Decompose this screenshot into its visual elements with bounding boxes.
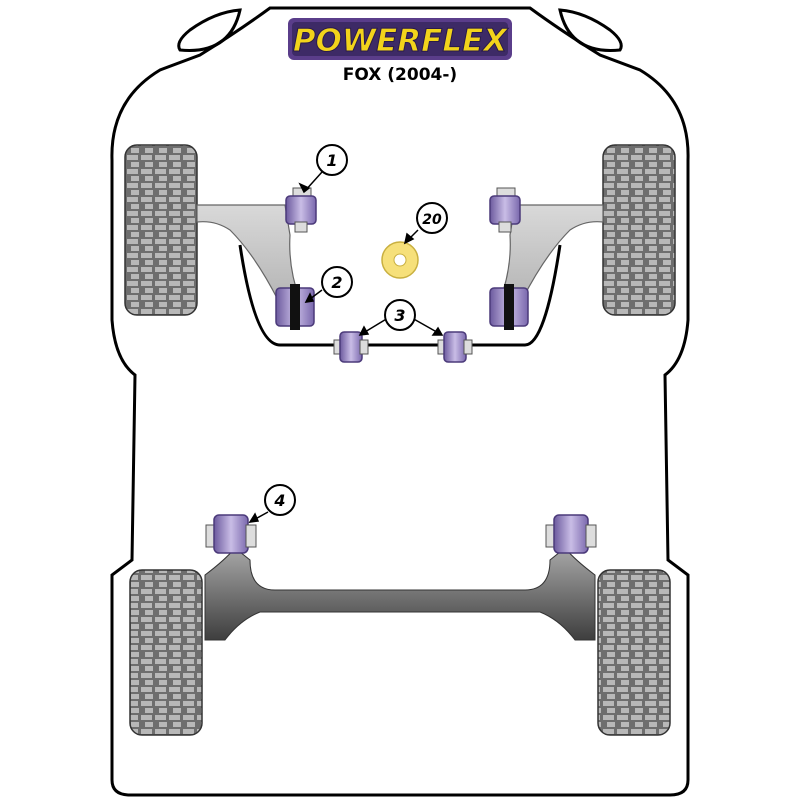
bush-1-left <box>285 187 317 233</box>
callout-4: 4 <box>264 484 296 516</box>
front-right-wishbone <box>499 204 604 301</box>
rear-right-tyre <box>597 569 671 736</box>
powerflex-logo: POWERFLEX <box>288 18 512 60</box>
svg-text:1: 1 <box>326 151 337 170</box>
front-subframe <box>238 244 562 347</box>
svg-text:4: 4 <box>273 491 285 510</box>
bush-2-left <box>275 284 315 330</box>
rear-beam-axle <box>204 547 596 641</box>
svg-text:20: 20 <box>422 212 442 228</box>
svg-text:2: 2 <box>331 273 342 292</box>
bush-3-left <box>333 331 369 363</box>
rear-left-tyre <box>129 569 203 736</box>
bush-4-right <box>545 514 597 554</box>
front-left-wishbone <box>196 204 301 301</box>
callout-1: 1 <box>316 144 348 176</box>
svg-text:POWERFLEX: POWERFLEX <box>293 23 509 59</box>
bush-1-right <box>489 187 521 233</box>
callout-20: 20 <box>416 202 448 234</box>
front-left-tyre <box>124 144 198 316</box>
bush-2-right <box>489 284 529 330</box>
callout-leaders <box>248 171 444 523</box>
car-body-outline <box>110 6 690 797</box>
bush-3-right <box>437 331 473 363</box>
front-right-tyre <box>602 144 676 316</box>
callout-3: 3 <box>384 299 416 331</box>
model-label: FOX (2004-) <box>343 65 457 85</box>
svg-text:3: 3 <box>394 306 405 325</box>
bush-4-left <box>205 514 257 554</box>
callout-2: 2 <box>321 266 353 298</box>
engine-mount-insert <box>381 241 419 279</box>
